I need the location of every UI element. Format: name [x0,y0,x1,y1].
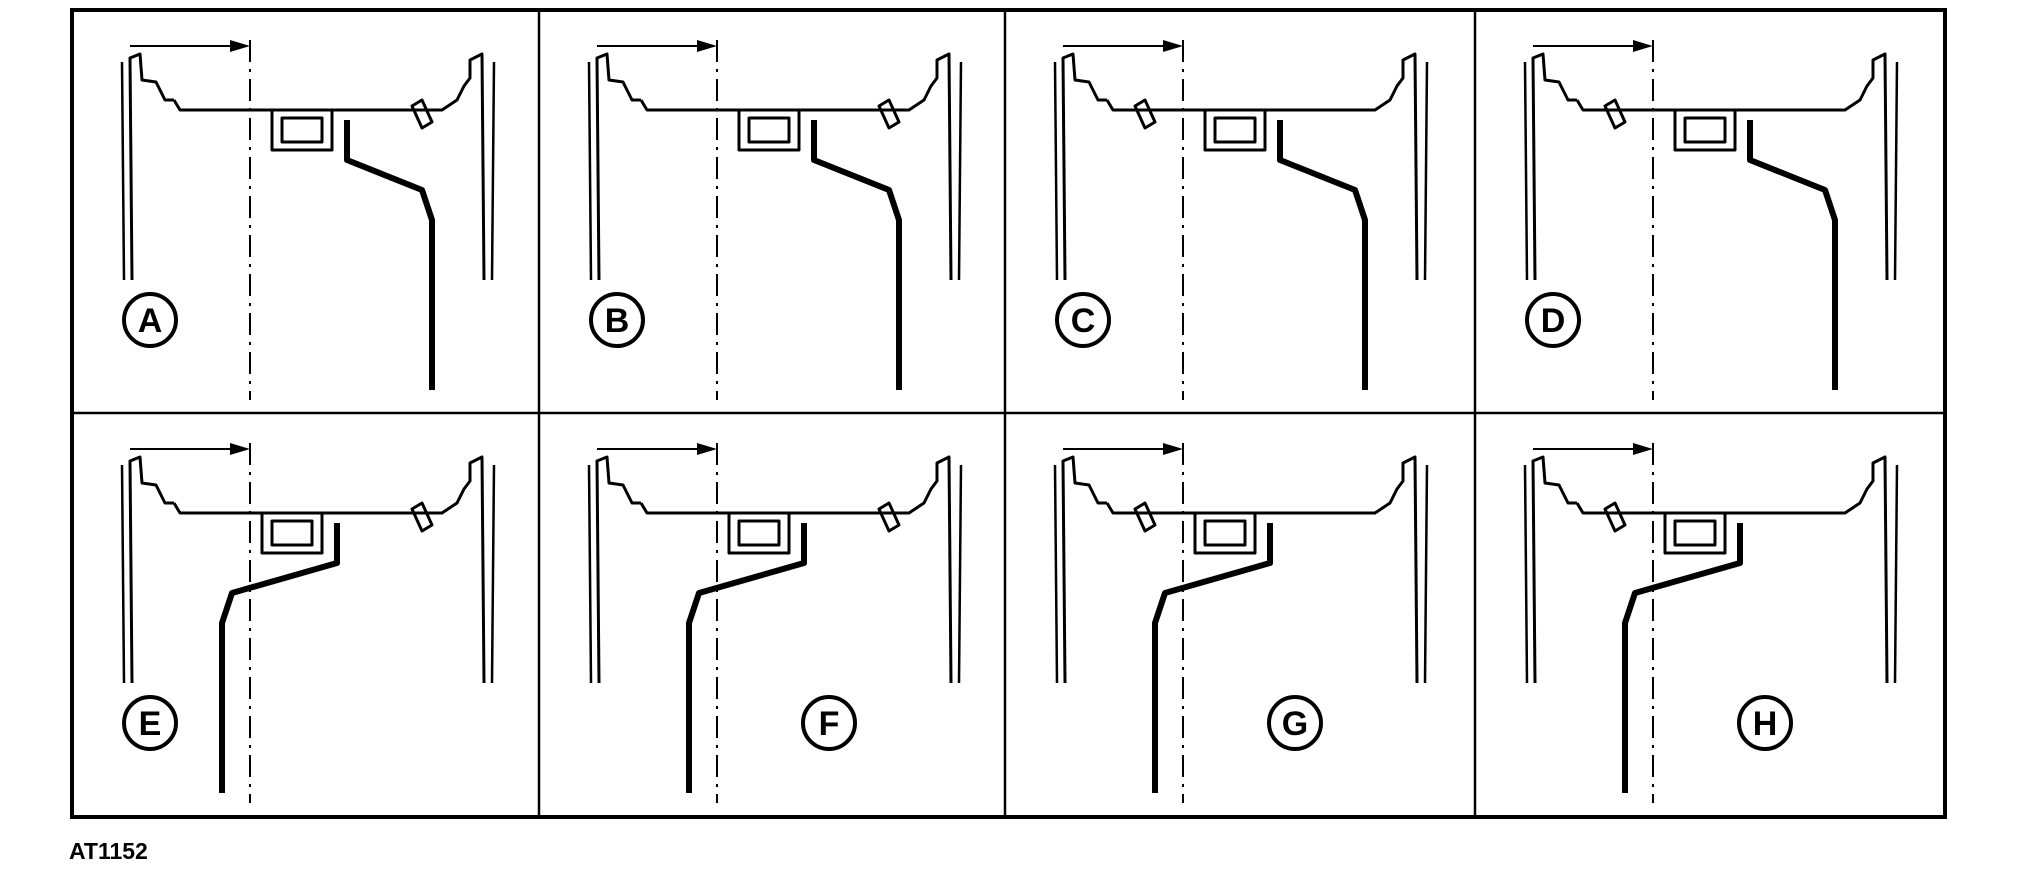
panel-badge-c [1055,292,1111,348]
wheel-disc [811,120,902,390]
valve-boss [410,501,434,533]
panel-label-h: H [1753,705,1778,743]
panel-badge-a [122,292,178,348]
valve-boss [877,501,901,533]
hub-mount-block [1663,513,1727,555]
panel-c: C [1053,40,1429,400]
rim-left-wall [595,455,641,684]
rim-left-inner-line [587,61,593,281]
rim-left-wall [595,52,641,281]
valve-boss [1133,98,1157,130]
hub-mount-inner [1203,519,1247,547]
panel-badge-d [1525,292,1581,348]
panel-a: A [120,40,496,400]
wheel-disc [1152,523,1273,793]
hub-mount-block [1673,110,1737,152]
panel-f: F [587,443,963,803]
hub-mount-block [1203,110,1267,152]
rim-right-inner-line [957,464,963,684]
panel-label-a: A [138,302,163,340]
offset-arrowhead [697,443,717,455]
wheel-disc [1747,120,1838,390]
hub-mount-inner [1683,116,1727,144]
panel-g: G [1053,443,1429,803]
panel-label-e: E [139,705,162,743]
hub-mount-inner [280,116,324,144]
rim-left-inner-line [1053,464,1059,684]
rim-right-inner-line [1893,61,1899,281]
rim-profile [1575,455,1889,684]
rim-left-wall [128,455,174,684]
valve-boss [1133,501,1157,533]
panel-badge-b [589,292,645,348]
hub-mount-inner [737,519,781,547]
rim-profile [1105,52,1419,281]
rim-right-inner-line [1423,61,1429,281]
panels-layer: A B C D E F G H [120,40,1899,803]
panel-label-g: G [1282,705,1308,743]
offset-arrowhead [1633,443,1653,455]
rim-left-inner-line [587,464,593,684]
offset-arrowhead [230,40,250,52]
valve-boss [877,98,901,130]
panel-e: E [120,443,496,803]
valve-boss [1603,501,1627,533]
offset-arrowhead [1163,40,1183,52]
rim-left-wall [1061,52,1107,281]
panel-badge-f [801,695,857,751]
valve-boss [1603,98,1627,130]
rim-left-wall [1531,52,1577,281]
rim-profile [1575,52,1889,281]
hub-mount-block [1193,513,1257,555]
panel-label-f: F [819,705,840,743]
hub-mount-inner [1673,519,1717,547]
rim-profile [172,455,486,684]
figure-code: AT1152 [69,838,148,864]
rim-right-inner-line [957,61,963,281]
hub-mount-block [270,110,334,152]
rim-right-inner-line [1423,464,1429,684]
panel-d: D [1523,40,1899,400]
rim-right-inner-line [490,464,496,684]
hub-mount-inner [747,116,791,144]
rim-left-wall [1531,455,1577,684]
panel-badge-h [1737,695,1793,751]
offset-arrowhead [697,40,717,52]
panel-badge-g [1267,695,1323,751]
rim-left-wall [1061,455,1107,684]
wheel-disc [1622,523,1743,793]
panel-h: H [1523,443,1899,803]
rim-profile [1105,455,1419,684]
rim-left-wall [128,52,174,281]
rim-left-inner-line [1523,464,1529,684]
wheel-disc [219,523,340,793]
hub-mount-inner [270,519,314,547]
rim-profile [639,52,953,281]
rim-right-inner-line [1893,464,1899,684]
wheel-disc [344,120,435,390]
rim-profile [639,455,953,684]
wheel-disc [1277,120,1368,390]
rim-left-inner-line [120,61,126,281]
panel-badge-e [122,695,178,751]
rim-left-inner-line [1523,61,1529,281]
rim-right-inner-line [490,61,496,281]
rim-left-inner-line [120,464,126,684]
hub-mount-inner [1213,116,1257,144]
rim-profile [172,52,486,281]
panel-label-c: C [1071,302,1096,340]
panel-b: B [587,40,963,400]
panel-label-d: D [1541,302,1566,340]
panel-label-b: B [605,302,630,340]
offset-arrowhead [230,443,250,455]
offset-arrowhead [1633,40,1653,52]
rim-left-inner-line [1053,61,1059,281]
valve-boss [410,98,434,130]
hub-mount-block [737,110,801,152]
hub-mount-block [727,513,791,555]
wheel-disc [686,523,807,793]
hub-mount-block [260,513,324,555]
offset-arrowhead [1163,443,1183,455]
